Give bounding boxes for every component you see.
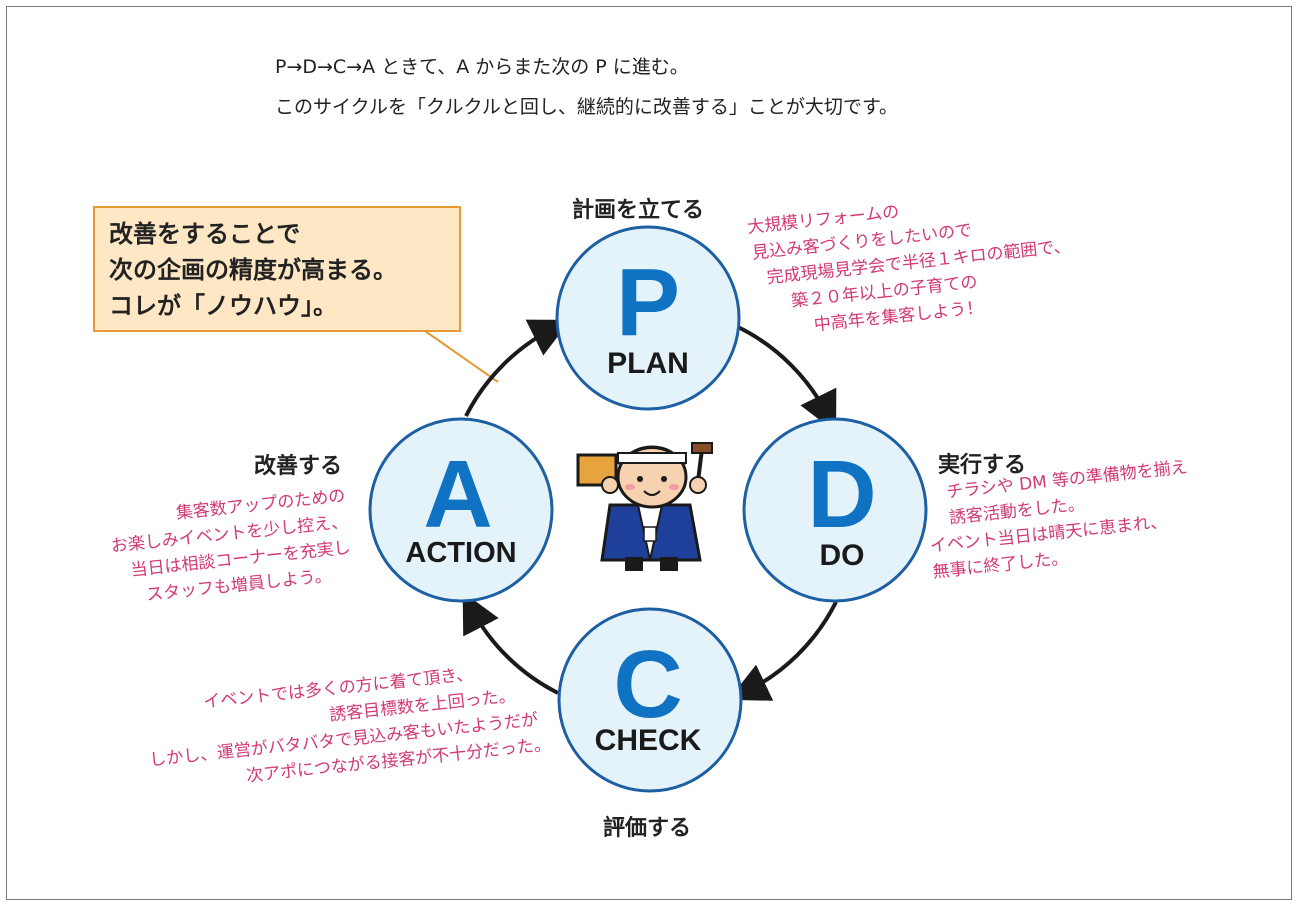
do-word: DO bbox=[820, 539, 865, 572]
action-letter: A bbox=[423, 441, 492, 548]
action-node: A ACTION bbox=[368, 417, 554, 603]
plan-letter: P bbox=[616, 249, 680, 356]
do-letter: D bbox=[807, 441, 876, 548]
plan-label: 計画を立てる bbox=[572, 198, 705, 223]
plan-word: PLAN bbox=[607, 347, 689, 380]
plan-node: P PLAN bbox=[555, 225, 741, 411]
action-label: 改善する bbox=[254, 454, 343, 479]
know-how-callout: 改善をすることで 次の企画の精度が高まる。 コレが「ノウハウ」。 bbox=[93, 206, 461, 332]
intro-line-1: P→D→C→A ときて、A からまた次の P に進む。 bbox=[275, 56, 689, 78]
check-word: CHECK bbox=[595, 724, 702, 757]
do-label: 実行する bbox=[938, 453, 1027, 478]
check-letter: C bbox=[613, 631, 682, 738]
callout-line-1: 改善をすることで bbox=[109, 220, 301, 248]
mascot-character-icon bbox=[576, 442, 713, 571]
arrow-do-to-check bbox=[728, 601, 838, 701]
arrow-plan-to-do bbox=[737, 325, 837, 433]
intro-line-2: このサイクルを「クルクルと回し、継続的に改善する」ことが大切です。 bbox=[275, 96, 899, 118]
do-node: D DO bbox=[742, 417, 928, 603]
callout-line-2: 次の企画の精度が高まる。 bbox=[109, 256, 397, 284]
check-label: 評価する bbox=[603, 816, 692, 841]
action-word: ACTION bbox=[405, 537, 516, 569]
callout-line-3: コレが「ノウハウ」。 bbox=[109, 292, 337, 320]
arrow-check-to-action bbox=[462, 591, 559, 695]
check-node: C CHECK bbox=[557, 607, 743, 793]
diagram-frame bbox=[6, 6, 1292, 900]
arrow-action-to-plan bbox=[464, 319, 571, 417]
